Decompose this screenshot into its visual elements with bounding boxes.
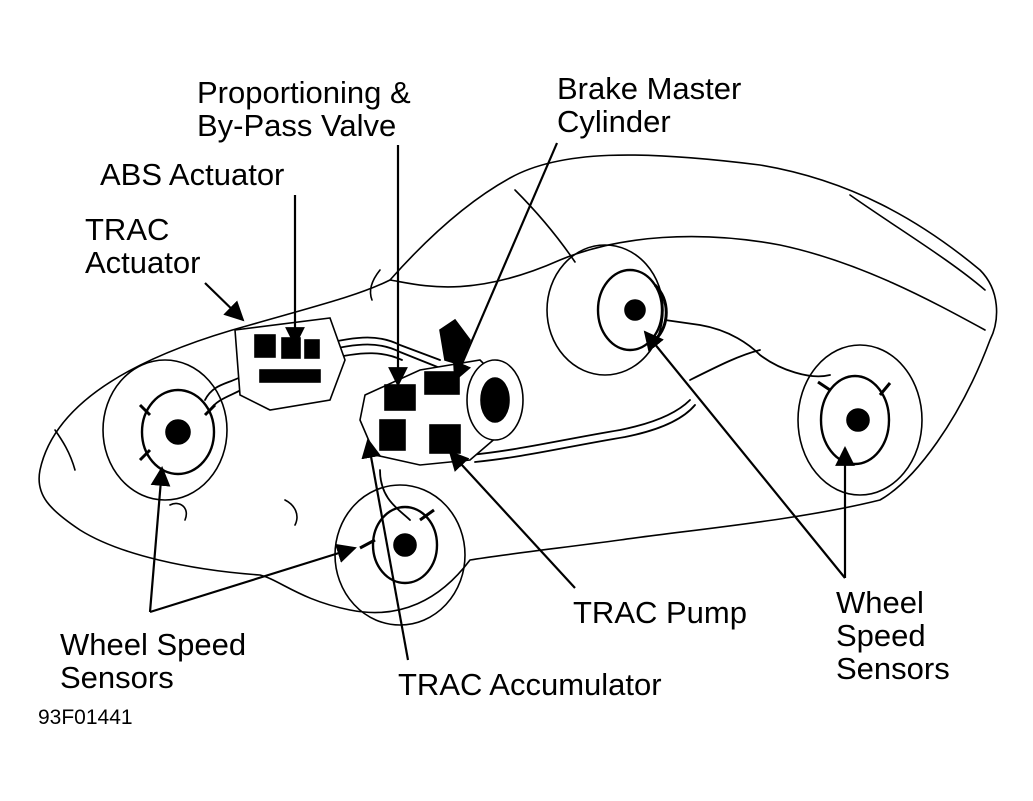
label-wss-right-line1: Wheel [836,585,924,620]
label-wss-right-line3: Sensors [836,651,950,686]
label-brake-master-line2: Cylinder [557,104,671,139]
label-abs-actuator: ABS Actuator [100,158,284,191]
wheel-rear-left [546,244,668,376]
figure-code: 93F01441 [38,706,133,729]
label-wss-left-line1: Wheel Speed [60,627,247,662]
leader-trac-pump [448,450,576,589]
leader-trac-accumulator [361,438,410,661]
label-trac-actuator-line2: Actuator [85,245,201,280]
label-trac-actuator-line1: TRAC [85,212,170,247]
leader-wheel-sensor-left-1 [148,466,171,613]
label-proportioning-valve-line2: By-Pass Valve [197,108,397,143]
label-proportioning-valve: Proportioning & By-Pass Valve [197,76,411,142]
wheel-rear-right [797,344,923,496]
leader-wheel-sensor-left-2 [149,543,357,614]
leader-arrows [148,142,855,661]
leader-wheel-sensor-right-1 [643,330,846,579]
leader-trac-actuator [204,282,245,322]
label-trac-pump: TRAC Pump [573,596,747,629]
label-wss-left-line2: Sensors [60,660,174,695]
label-wss-right-line2: Speed [836,618,926,653]
wheel-front-left [102,359,228,501]
hydraulic-assembly [234,317,524,466]
wheel-front-right [334,484,466,626]
label-wheel-speed-sensors-right: Wheel Speed Sensors [836,586,950,685]
car-body-outline [38,154,998,614]
label-trac-pump-text: TRAC Pump [573,595,747,630]
label-abs-actuator-text: ABS Actuator [100,157,285,192]
label-trac-actuator: TRAC Actuator [85,213,200,279]
label-proportioning-valve-line1: Proportioning & [197,75,411,110]
label-wheel-speed-sensors-left: Wheel Speed Sensors [60,628,246,694]
label-brake-master-line1: Brake Master [557,71,742,106]
label-trac-accumulator: TRAC Accumulator [398,668,662,701]
leader-brake-master-cylinder [452,142,559,382]
label-trac-accumulator-text: TRAC Accumulator [398,667,662,702]
label-brake-master-cylinder: Brake Master Cylinder [557,72,741,138]
